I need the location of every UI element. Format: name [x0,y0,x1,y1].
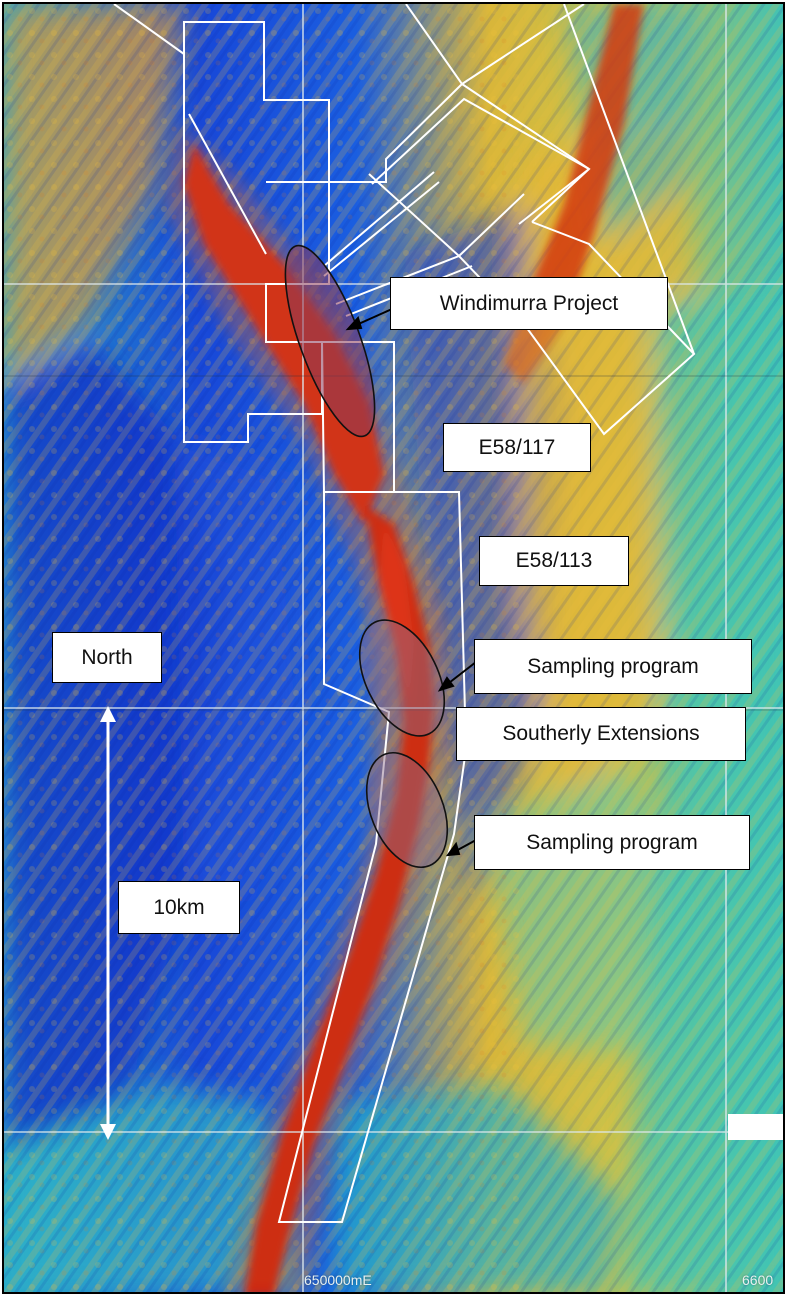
sampling-ellipse-2 [365,751,449,869]
e58-117-label: E58/117 [443,423,591,472]
sampling-program-label-2: Sampling program [474,815,750,870]
target-ellipses [284,244,449,869]
e58-113-label: E58/113 [479,536,629,586]
windimurra-project-label: Windimurra Project [390,277,668,330]
easting-label-650000: 650000mE [304,1272,372,1288]
easting-label-660000: 6600 [742,1272,774,1288]
southerly-extensions-label: Southerly Extensions [456,707,746,761]
sampling-ellipse-1 [358,619,446,737]
tenement-outlines [113,4,696,1223]
map-edge-block [728,1114,783,1140]
scale-bar-arrow [100,706,116,1140]
windimurra-project-ellipse [284,244,376,438]
scale-label: 10km [118,881,240,934]
callout-arrows [345,308,477,857]
anomaly-halo [164,124,449,1292]
north-label: North [52,632,162,683]
sampling-program-label-1: Sampling program [474,639,752,694]
